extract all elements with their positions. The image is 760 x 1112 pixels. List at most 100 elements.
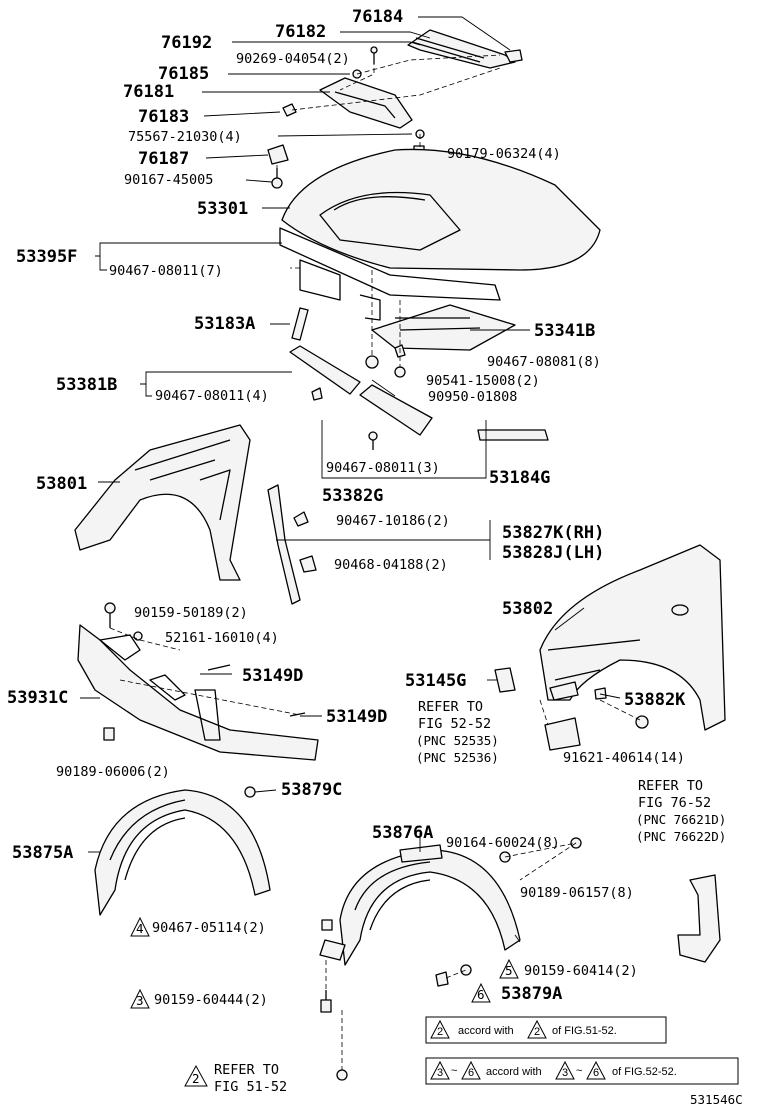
fender-lh-drawing [74, 424, 251, 581]
triangle-marker-3: 3 [130, 988, 150, 1009]
label-90468-04188: 90468-04188(2) [334, 557, 448, 573]
svg-text:FIG 76-52: FIG 76-52 [638, 795, 711, 811]
svg-text:(PNC 76621D): (PNC 76621D) [636, 812, 726, 827]
label-53183A: 53183A [194, 314, 255, 334]
svg-text:3: 3 [437, 1067, 443, 1079]
svg-text:FIG 52-52: FIG 52-52 [418, 716, 491, 732]
label-91621-40614: 91621-40614(14) [563, 750, 685, 766]
label-76181: 76181 [123, 82, 174, 102]
svg-text:~: ~ [451, 1065, 457, 1077]
label-53827K: 53827K(RH) [502, 523, 604, 543]
label-53931C: 53931C [7, 688, 68, 708]
label-76183: 76183 [138, 107, 189, 127]
label-90467-10186: 90467-10186(2) [336, 513, 450, 529]
leader-lines [80, 16, 621, 943]
label-90159-50189: 90159-50189(2) [134, 605, 248, 621]
svg-text:(PNC 76622D): (PNC 76622D) [636, 829, 726, 844]
fender-seal-drawing [267, 484, 317, 605]
label-53184G: 53184G [489, 468, 550, 488]
fender-liner-rh-drawing [319, 837, 582, 1081]
label-76187: 76187 [138, 149, 189, 169]
legend-box-row1: 2 accord with 2 of FIG.51-52. [425, 1016, 667, 1044]
svg-text:3: 3 [562, 1067, 568, 1079]
svg-text:6: 6 [468, 1067, 474, 1079]
label-90467-08011-7: 90467-08011(7) [109, 263, 223, 279]
label-53149D-lower: 53149D [326, 707, 387, 727]
label-76192: 76192 [161, 33, 212, 53]
assembly-dashed-lines [109, 54, 641, 1070]
label-53801: 53801 [36, 474, 87, 494]
svg-text:5: 5 [505, 963, 513, 978]
svg-text:2: 2 [534, 1026, 540, 1038]
label-53301: 53301 [197, 199, 248, 219]
triangle-marker-6: 6 [471, 982, 491, 1003]
svg-text:6: 6 [593, 1067, 599, 1079]
label-90159-60444: 90159-60444(2) [154, 992, 268, 1008]
label-90541-15008: 90541-15008(2) [426, 373, 540, 389]
svg-text:REFER TO: REFER TO [418, 699, 483, 715]
hood-drawing [279, 148, 601, 321]
label-76184: 76184 [352, 7, 403, 27]
svg-text:accord with: accord with [458, 1025, 514, 1037]
label-90159-60414: 90159-60414(2) [524, 963, 638, 979]
label-53879C: 53879C [281, 780, 342, 800]
label-90189-06006: 90189-06006(2) [56, 764, 170, 780]
label-53882K: 53882K [624, 690, 686, 710]
label-90179-06324: 90179-06324(4) [447, 146, 561, 162]
label-90467-08081: 90467-08081(8) [487, 354, 601, 370]
part-labels: 76184 76182 76192 90269-04054(2) 76185 7… [7, 7, 686, 1008]
svg-text:FIG 51-52: FIG 51-52 [214, 1079, 287, 1095]
label-53382G: 53382G [322, 486, 383, 506]
svg-text:(PNC 52535): (PNC 52535) [416, 733, 499, 748]
label-53802: 53802 [502, 599, 553, 619]
mudguard-drawing [677, 874, 721, 963]
label-90189-06157: 90189-06157(8) [520, 885, 634, 901]
svg-text:(PNC 52536): (PNC 52536) [416, 750, 499, 765]
label-90950-01808: 90950-01808 [428, 389, 517, 405]
label-52161-16010: 52161-16010(4) [165, 630, 279, 646]
svg-text:accord with: accord with [486, 1066, 542, 1078]
label-53145G: 53145G [405, 671, 466, 691]
hood-scoop-drawing [319, 77, 413, 129]
label-53149D-upper: 53149D [242, 666, 303, 686]
svg-text:REFER TO: REFER TO [638, 778, 703, 794]
label-53875A: 53875A [12, 843, 73, 863]
svg-text:of FIG.52-52.: of FIG.52-52. [612, 1066, 677, 1078]
label-53876A: 53876A [372, 823, 433, 843]
reference-fig-76-52: REFER TO FIG 76-52 (PNC 76621D) (PNC 766… [636, 778, 726, 844]
fender-liner-lh-drawing [94, 786, 333, 931]
svg-text:2: 2 [192, 1071, 200, 1086]
label-53828J: 53828J(LH) [502, 543, 604, 563]
svg-text:4: 4 [136, 921, 144, 936]
label-76182: 76182 [275, 22, 326, 42]
label-53341B: 53341B [534, 321, 595, 341]
hood-insulator-drawing [371, 304, 516, 351]
figure-code: 531546C [690, 1092, 743, 1107]
svg-text:REFER TO: REFER TO [214, 1062, 279, 1078]
svg-text:3: 3 [136, 993, 144, 1008]
label-90269-04054: 90269-04054(2) [236, 51, 350, 67]
svg-text:of FIG.51-52.: of FIG.51-52. [552, 1025, 617, 1037]
fender-rh-drawing [494, 544, 726, 751]
label-90164-60024: 90164-60024(8) [446, 835, 560, 851]
label-75567-21030: 75567-21030(4) [128, 129, 242, 145]
label-53381B: 53381B [56, 375, 117, 395]
hood-scoop-garnish-drawing [407, 29, 523, 69]
label-90467-08011-3: 90467-08011(3) [326, 460, 440, 476]
legend-box-row2: 3 ~ 6 accord with 3 ~ 6 of FIG.52-52. [425, 1057, 739, 1085]
label-76185: 76185 [158, 64, 209, 84]
label-90467-05114: 90467-05114(2) [152, 920, 266, 936]
triangle-marker-5: 5 [499, 958, 519, 979]
label-90467-08011-4: 90467-08011(4) [155, 388, 269, 404]
svg-text:6: 6 [477, 987, 485, 1002]
triangle-marker-2: 2 [184, 1064, 208, 1087]
triangle-markers: 4 5 6 3 2 [130, 916, 519, 1087]
label-53395F: 53395F [16, 247, 77, 267]
label-90167-45005: 90167-45005 [124, 172, 213, 188]
triangle-marker-4: 4 [130, 916, 150, 937]
label-53879A: 53879A [501, 984, 562, 1004]
reference-fig-52-52: REFER TO FIG 52-52 (PNC 52535) (PNC 5253… [416, 699, 499, 765]
hood-seal-drawing [289, 307, 549, 450]
svg-text:~: ~ [576, 1065, 582, 1077]
